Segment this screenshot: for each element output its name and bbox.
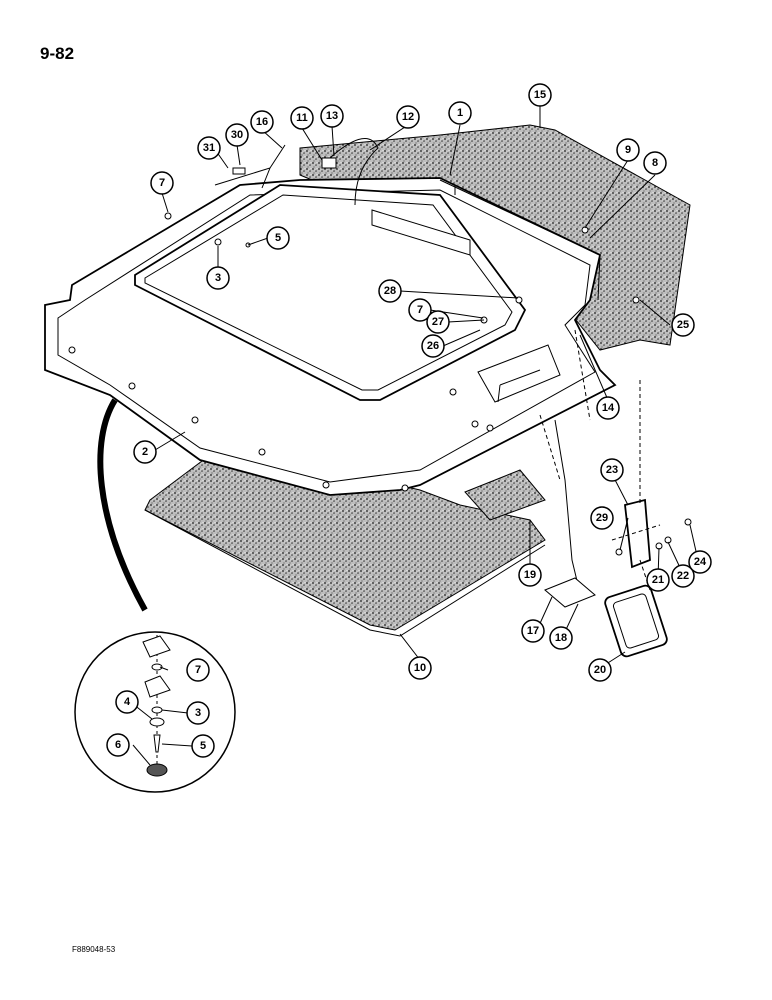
dome-lamp-lens (604, 584, 668, 658)
detail-spacer-4 (149, 717, 165, 727)
callout-19: 19 (518, 563, 542, 587)
figure-code: F889048-53 (72, 945, 116, 954)
svg-text:4: 4 (124, 696, 131, 708)
svg-text:17: 17 (527, 625, 539, 637)
headliner-recess-inner (497, 369, 541, 403)
svg-text:7: 7 (195, 664, 201, 676)
svg-text:1: 1 (457, 107, 463, 119)
callout-24: 24 (688, 550, 712, 574)
callout-23: 23 (600, 458, 624, 482)
wire-assembly (214, 144, 286, 189)
callout-9: 9 (616, 138, 640, 162)
dome-lamp-lens-inner (612, 593, 660, 649)
callout-26: 26 (421, 334, 445, 358)
interior-light-bar (371, 209, 471, 256)
svg-text:29: 29 (596, 512, 608, 524)
console-bracket (439, 179, 601, 301)
wiring-harness (329, 138, 379, 206)
svg-text:3: 3 (195, 707, 201, 719)
headliner-recess (477, 344, 561, 403)
detail-washer-7 (151, 663, 163, 671)
callout-4-detail: 4 (115, 690, 139, 714)
callout-31: 31 (197, 136, 221, 160)
callout-28: 28 (378, 279, 402, 303)
detail-cap-6 (146, 763, 168, 777)
svg-text:18: 18 (555, 632, 567, 644)
callout-11: 11 (290, 106, 314, 130)
svg-text:8: 8 (652, 157, 658, 169)
svg-text:7: 7 (159, 177, 165, 189)
callout-1: 1 (448, 101, 472, 125)
svg-text:7: 7 (417, 304, 423, 316)
assembly-lines (539, 329, 661, 591)
callout-25: 25 (671, 313, 695, 337)
mirror-bracket (624, 498, 651, 569)
callout-29: 29 (590, 506, 614, 530)
svg-text:12: 12 (402, 111, 414, 123)
svg-text:30: 30 (231, 129, 243, 141)
svg-text:31: 31 (203, 142, 215, 154)
callout-15: 15 (528, 83, 552, 107)
clip-31 (232, 167, 246, 175)
callout-5-top: 5 (266, 226, 290, 250)
callout-3-top: 3 (206, 266, 230, 290)
floor-insulation-edge (144, 509, 546, 637)
callout-27: 27 (426, 310, 450, 334)
callout-3-detail: 3 (186, 701, 210, 725)
callout-10: 10 (408, 656, 432, 680)
svg-text:23: 23 (606, 464, 618, 476)
small-insulation-piece (464, 469, 546, 521)
svg-text:22: 22 (677, 570, 689, 582)
svg-text:25: 25 (677, 319, 689, 331)
svg-text:9: 9 (625, 144, 631, 156)
detail-plate-lower (144, 675, 171, 698)
detail-washer-3 (151, 706, 163, 714)
svg-text:10: 10 (414, 662, 426, 674)
callout-18: 18 (549, 626, 573, 650)
callout-13: 13 (320, 104, 344, 128)
svg-text:6: 6 (115, 739, 121, 751)
svg-text:15: 15 (534, 89, 546, 101)
callout-22: 22 (671, 564, 695, 588)
detail-screw-5 (153, 734, 161, 753)
lamp-wire (554, 419, 579, 586)
svg-text:5: 5 (200, 740, 206, 752)
callout-2: 2 (133, 440, 157, 464)
svg-text:21: 21 (652, 574, 664, 586)
callout-6-detail: 6 (106, 733, 130, 757)
svg-text:13: 13 (326, 110, 338, 122)
svg-text:26: 26 (427, 340, 439, 352)
connector-13 (321, 157, 337, 169)
callout-12: 12 (396, 105, 420, 129)
svg-text:14: 14 (602, 402, 615, 414)
detail-reference-arrow (97, 398, 148, 612)
callout-7-top: 7 (150, 171, 174, 195)
fastener-dots (68, 212, 692, 556)
svg-text:27: 27 (432, 316, 444, 328)
roof-window-glass-edge (144, 194, 513, 391)
svg-text:28: 28 (384, 285, 396, 297)
callout-16: 16 (250, 110, 274, 134)
svg-text:20: 20 (594, 664, 606, 676)
callout-20: 20 (588, 658, 612, 682)
lamp-base (544, 577, 596, 608)
callout-5-detail: 5 (191, 734, 215, 758)
callout-7-mid: 7 (408, 298, 432, 322)
callout-14: 14 (596, 396, 620, 420)
svg-text:2: 2 (142, 446, 148, 458)
svg-text:24: 24 (694, 556, 707, 568)
callout-8: 8 (643, 151, 667, 175)
svg-text:19: 19 (524, 569, 536, 581)
svg-text:5: 5 (275, 232, 281, 244)
callout-30: 30 (225, 123, 249, 147)
svg-text:3: 3 (215, 272, 221, 284)
page-number: 9-82 (40, 44, 75, 63)
svg-text:16: 16 (256, 116, 268, 128)
svg-text:11: 11 (296, 112, 308, 124)
callout-7-detail: 7 (186, 658, 210, 682)
detail-plate-upper (142, 635, 171, 658)
callout-21: 21 (646, 568, 670, 592)
callout-17: 17 (521, 619, 545, 643)
